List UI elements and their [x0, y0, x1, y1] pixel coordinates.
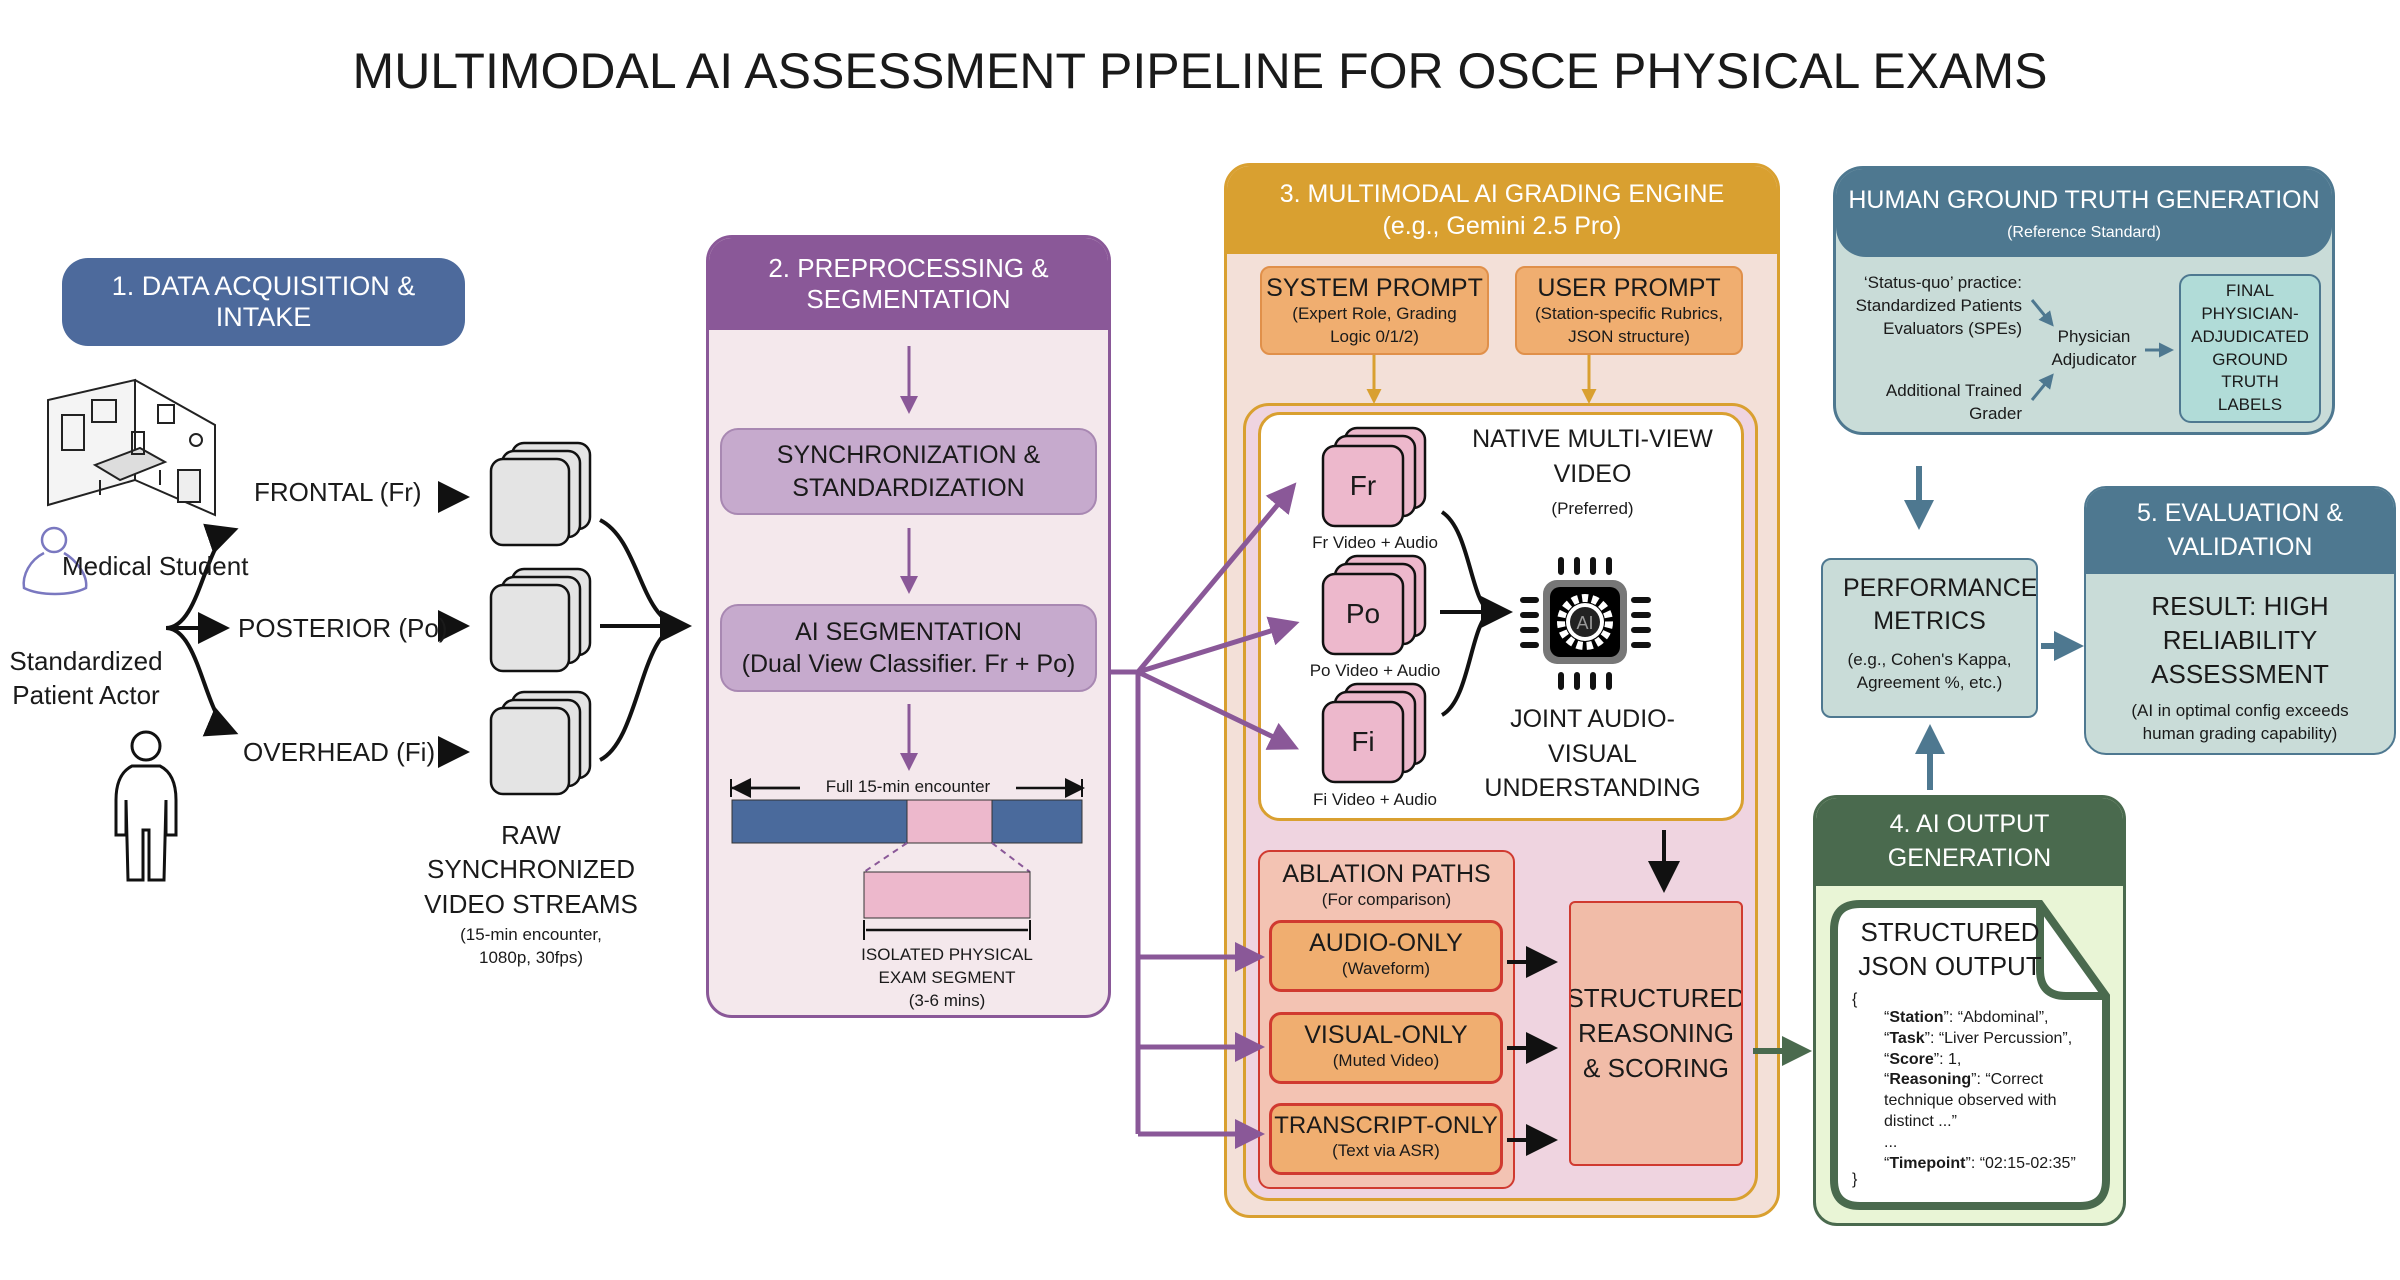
seg-title: AI SEGMENTATION [795, 617, 1022, 646]
native-video-sub: (Preferred) [1551, 499, 1634, 518]
metrics-arrows [1904, 466, 2084, 790]
view-branch-arrows [165, 481, 684, 768]
ablation-label: VISUAL-ONLY [1304, 1021, 1468, 1049]
stage5-title: 5. EVALUATION & VALIDATION [2086, 488, 2394, 574]
stage3-subtitle: (e.g., Gemini 2.5 Pro) [1382, 212, 1622, 240]
physician-adjudicator-text: Physician Adjudicator [2051, 327, 2137, 369]
json-field: “Station”: “Abdominal”, [1884, 1009, 2049, 1026]
json-field: “Score”: 1, [1884, 1050, 1962, 1068]
performance-metrics-box: PERFORMANCE METRICS (e.g., Cohen's Kappa… [1821, 558, 2038, 718]
stage1-header: 1. DATA ACQUISITION & INTAKE [62, 258, 465, 346]
medical-student-icon [22, 526, 88, 596]
encounter-timeline [730, 779, 1083, 940]
json-fields: “Station”: “Abdominal”, “Task”: “Liver P… [1884, 1008, 2084, 1174]
ablation-visual-only: VISUAL-ONLY (Muted Video) [1269, 1012, 1503, 1084]
isolated-segment-label: ISOLATED PHYSICAL EXAM SEGMENT (3-6 mins… [842, 944, 1052, 1013]
status-quo-text: ‘Status-quo’ practice: Standardized Pati… [1855, 273, 2022, 338]
json-doc-title: STRUCTURED JSON OUTPUT [1858, 917, 2042, 981]
medical-student-label: Medical Student [62, 551, 249, 581]
stream-code-fi: Fi [1351, 726, 1375, 757]
seg-sub: (Dual View Classifier. Fr + Po) [741, 650, 1076, 678]
user-prompt-title: USER PROMPT [1537, 274, 1721, 302]
segment-sub: (3-6 mins) [908, 990, 986, 1010]
prompt-arrows [1366, 355, 1597, 404]
json-close-brace: } [1852, 1171, 1858, 1188]
view-label-overhead: OVERHEAD (Fi) [243, 737, 436, 767]
stage2-title: 2. PREPROCESSING & SEGMENTATION [709, 238, 1108, 330]
raw-streams-sub: (15-min encounter, 1080p, 30fps) [460, 925, 602, 967]
ground-truth-subtitle: (Reference Standard) [2007, 224, 2161, 242]
result-sub: (AI in optimal config exceeds human grad… [2131, 701, 2349, 743]
timeline-after [991, 799, 1083, 844]
ablation-sublabel: (Muted Video) [1332, 1051, 1440, 1070]
stream-label-fi: Fi Video + Audio [1313, 790, 1437, 809]
ablation-sublabel: (Text via ASR) [1332, 1141, 1440, 1160]
ablation-label: TRANSCRIPT-ONLY [1274, 1112, 1498, 1139]
json-open-brace: { [1852, 991, 1858, 1008]
system-prompt-title: SYSTEM PROMPT [1266, 274, 1483, 302]
stage3-title: 3. MULTIMODAL AI GRADING ENGINE [1279, 179, 1725, 208]
stream-label-fr: Fr Video + Audio [1312, 533, 1438, 552]
stream-merge-arrows [1440, 510, 1680, 1156]
ai-chip-icon: AI [1520, 557, 1651, 690]
user-prompt-sub: (Station-specific Rubrics, JSON structur… [1534, 304, 1723, 346]
json-field: “Task”: “Liver Percussion”, [1884, 1029, 2073, 1047]
raw-streams-title: RAW SYNCHRONIZED VIDEO STREAMS [424, 820, 638, 919]
json-field: “Timepoint”: “02:15-02:35” [1884, 1154, 2076, 1172]
ablation-title: ABLATION PATHS [1282, 860, 1491, 888]
sync-box: SYNCHRONIZATION & STANDARDIZATION [720, 428, 1097, 515]
metrics-title: PERFORMANCE METRICS [1843, 574, 2038, 635]
stage5-panel: 5. EVALUATION & VALIDATION RESULT: HIGH … [2084, 486, 2396, 755]
stage4-title: 4. AI OUTPUT GENERATION [1816, 798, 2123, 886]
ground-truth-title: HUMAN GROUND TRUTH GENERATION [1848, 186, 2320, 215]
segment-title: ISOLATED PHYSICAL EXAM SEGMENT [861, 945, 1033, 987]
chip-label: AI [1576, 613, 1593, 633]
full-encounter-label: Full 15-min encounter [808, 776, 1008, 799]
ablation-label: AUDIO-ONLY [1309, 929, 1463, 957]
patient-actor-icon [114, 730, 178, 882]
ai-segmentation-box: AI SEGMENTATION (Dual View Classifier. F… [720, 604, 1097, 692]
stream-label-po: Po Video + Audio [1309, 661, 1441, 680]
dispatch-arrows [1111, 482, 1300, 1149]
ground-truth-arrows [2030, 299, 2174, 401]
system-prompt-sub: (Expert Role, Grading Logic 0/1/2) [1292, 304, 1457, 346]
joint-understanding-label: JOINT AUDIO-VISUAL UNDERSTANDING [1484, 705, 1701, 802]
stream-code-fr: Fr [1349, 470, 1377, 501]
page-title: MULTIMODAL AI ASSESSMENT PIPELINE FOR OS… [352, 43, 2048, 99]
structured-reasoning-box: STRUCTURED REASONING & SCORING [1569, 901, 1743, 1166]
json-field: “Reasoning”: “Correct technique observed… [1884, 1071, 2057, 1130]
stream-stacks [1321, 426, 1427, 784]
user-prompt-box: USER PROMPT (Station-specific Rubrics, J… [1515, 266, 1743, 355]
additional-grader-text: Additional Trained Grader [1885, 381, 2022, 423]
stage1-title: 1. DATA ACQUISITION & INTAKE [111, 271, 416, 332]
isolated-segment [863, 871, 1031, 919]
ablation-audio-only: AUDIO-ONLY (Waveform) [1269, 920, 1503, 992]
stream-code-po: Po [1345, 598, 1381, 629]
video-stack-icon [489, 441, 592, 796]
view-label-posterior: POSTERIOR (Po) [238, 613, 448, 643]
ablation-transcript-only: TRANSCRIPT-ONLY (Text via ASR) [1269, 1103, 1503, 1175]
patient-actor-label: Standardized Patient Actor [9, 646, 163, 710]
timeline-exam-segment [906, 799, 993, 844]
exam-room-icon [47, 378, 216, 517]
timeline-before [731, 799, 908, 844]
final-labels-box: FINAL PHYSICIAN-ADJUDICATED GROUND TRUTH… [2179, 274, 2321, 423]
json-ellipsis: ... [1884, 1133, 1898, 1151]
native-video-title: NATIVE MULTI-VIEW VIDEO [1472, 425, 1713, 488]
view-label-frontal: FRONTAL (Fr) [254, 477, 422, 507]
result-text: RESULT: HIGH RELIABILITY ASSESSMENT [2151, 591, 2329, 689]
ablation-sublabel: (Waveform) [1341, 959, 1431, 978]
ablation-sub: (For comparison) [1321, 890, 1452, 909]
metrics-sub: (e.g., Cohen's Kappa, Agreement %, etc.) [1847, 650, 2012, 692]
system-prompt-box: SYSTEM PROMPT (Expert Role, Grading Logi… [1260, 266, 1489, 355]
